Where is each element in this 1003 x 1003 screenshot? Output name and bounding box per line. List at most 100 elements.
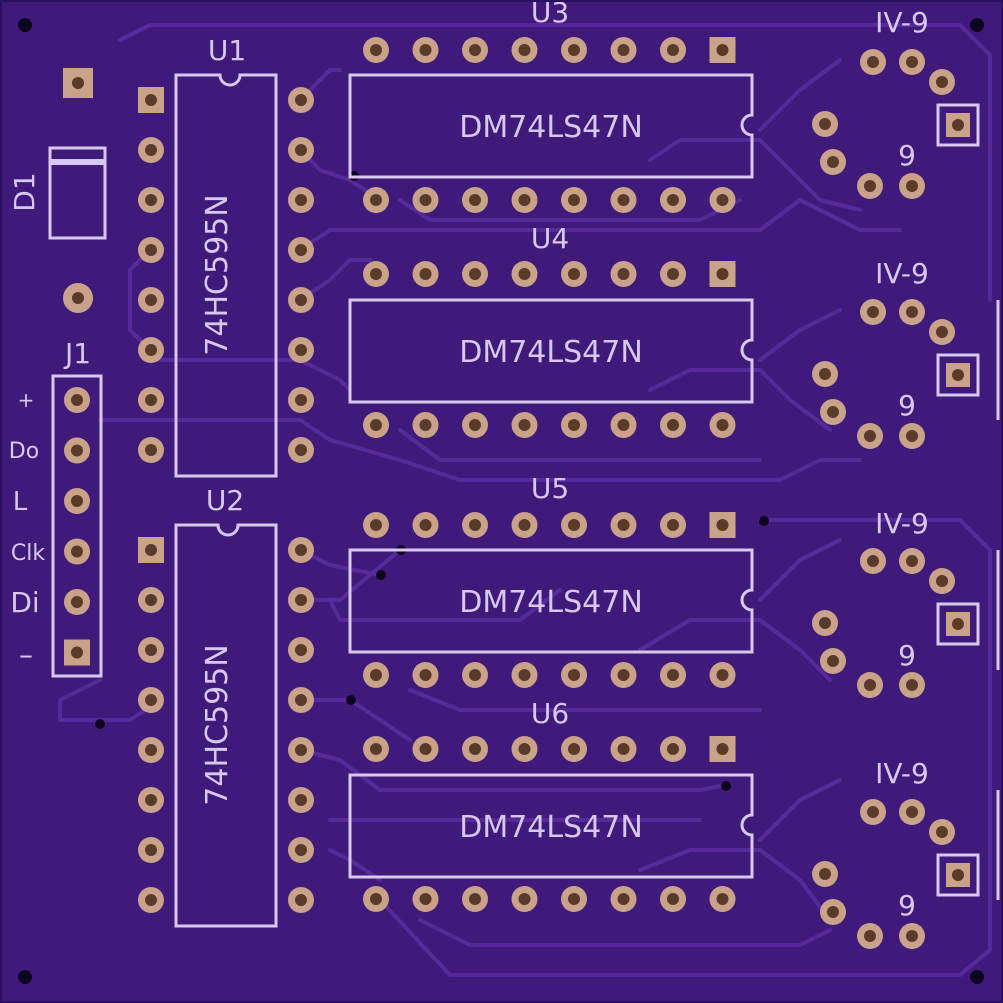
pad-hole — [145, 94, 157, 106]
pad-hole — [370, 268, 382, 280]
chip-outline — [348, 298, 754, 404]
pad-hole — [617, 743, 630, 755]
chip-u4: U4 DM74LS47N — [348, 222, 754, 438]
pad-hole — [419, 419, 432, 431]
pad-hole — [864, 430, 876, 442]
pad-hole — [952, 618, 964, 630]
pad-hole — [819, 118, 831, 130]
tube-1: IV-9 9 — [812, 6, 980, 199]
pad-hole — [145, 144, 157, 156]
pad-hole — [295, 844, 307, 856]
pad-hole — [617, 44, 630, 56]
pad-hole — [906, 679, 918, 691]
label-j1: J1 — [63, 337, 91, 370]
pad-hole — [617, 419, 630, 431]
pad-hole — [71, 444, 83, 457]
pad-hole — [518, 669, 531, 681]
chip-u1: U1 74HC595N — [138, 34, 314, 478]
pad-hole — [617, 268, 630, 280]
pad-hole — [370, 669, 382, 681]
pin1-frame — [936, 353, 980, 397]
label-d1: D1 — [8, 172, 41, 211]
pad-hole — [716, 44, 729, 56]
mounting-hole — [970, 970, 984, 984]
pad-hole — [295, 244, 307, 256]
pad-hole — [71, 495, 83, 507]
pad-hole — [667, 44, 679, 56]
pad-hole — [295, 444, 307, 456]
pin-label-clk: Clk — [11, 541, 45, 566]
label-u1: U1 — [208, 34, 246, 67]
pad-hole — [469, 268, 481, 280]
part-u6: DM74LS47N — [459, 810, 643, 845]
pad-hole — [667, 669, 679, 681]
pad-hole — [145, 844, 157, 856]
pad-hole — [906, 180, 918, 192]
pad-hole — [667, 743, 679, 755]
label-tube1: IV-9 — [875, 6, 929, 39]
pad-hole — [518, 44, 531, 56]
pad-hole — [827, 906, 839, 918]
pad-hole — [469, 44, 481, 56]
pad-hole — [419, 743, 432, 755]
chip-outline — [348, 548, 754, 654]
copper-traces — [58, 23, 992, 977]
part-u3: DM74LS47N — [459, 110, 643, 145]
pad-hole — [716, 519, 729, 531]
pad-hole — [469, 743, 481, 755]
pad-hole — [370, 743, 382, 755]
pad-hole — [864, 679, 876, 691]
pad-hole — [295, 794, 307, 806]
tube-3: IV-9 9 — [812, 507, 980, 698]
chip-outline — [174, 73, 278, 478]
chip-u5: U5 DM74LS47N — [348, 472, 754, 688]
pad-hole — [518, 194, 531, 206]
tube-4: IV-9 9 — [812, 757, 980, 949]
pad-hole — [295, 94, 307, 106]
pad-hole — [667, 893, 679, 905]
pad-hole — [617, 519, 630, 531]
pad-hole — [71, 394, 83, 406]
pad-hole — [906, 806, 918, 818]
pad-hole — [936, 326, 948, 338]
pad-hole — [617, 194, 630, 206]
pad-hole — [145, 294, 157, 306]
pad-hole — [295, 394, 307, 406]
pad-hole — [827, 406, 839, 418]
pad-hole — [716, 419, 729, 431]
tube-pin-mark: 9 — [898, 389, 916, 422]
pad-hole — [568, 519, 580, 531]
part-u5: DM74LS47N — [459, 585, 643, 620]
pad-hole — [469, 194, 481, 206]
pad-hole — [518, 419, 531, 431]
pad-hole — [906, 430, 918, 442]
chip-outline — [174, 523, 278, 928]
pad-hole — [71, 646, 83, 659]
pad-hole — [145, 544, 157, 556]
pad-hole — [370, 419, 382, 431]
connector-j1: J1 + Do L Clk Di – — [9, 337, 103, 678]
label-u6: U6 — [531, 697, 569, 730]
diode-outline — [48, 146, 107, 240]
pad-hole — [936, 575, 948, 587]
label-u3: U3 — [531, 0, 569, 29]
mounting-hole — [18, 18, 32, 32]
connector-outline — [51, 374, 103, 678]
pad-hole — [145, 594, 157, 606]
pad-hole — [145, 894, 157, 906]
pad-hole — [568, 44, 580, 56]
pad-hole — [667, 519, 679, 531]
pad-hole — [827, 655, 839, 667]
pad-hole — [518, 519, 531, 531]
part-u2: 74HC595N — [200, 644, 235, 805]
part-u4: DM74LS47N — [459, 335, 643, 370]
pad-hole — [867, 555, 879, 567]
pad-hole — [295, 744, 307, 756]
pin-label-di: Di — [10, 586, 39, 619]
chip-outline — [348, 73, 754, 179]
pad-hole — [145, 394, 157, 406]
pad-hole — [617, 669, 630, 681]
pad-hole — [906, 555, 918, 567]
